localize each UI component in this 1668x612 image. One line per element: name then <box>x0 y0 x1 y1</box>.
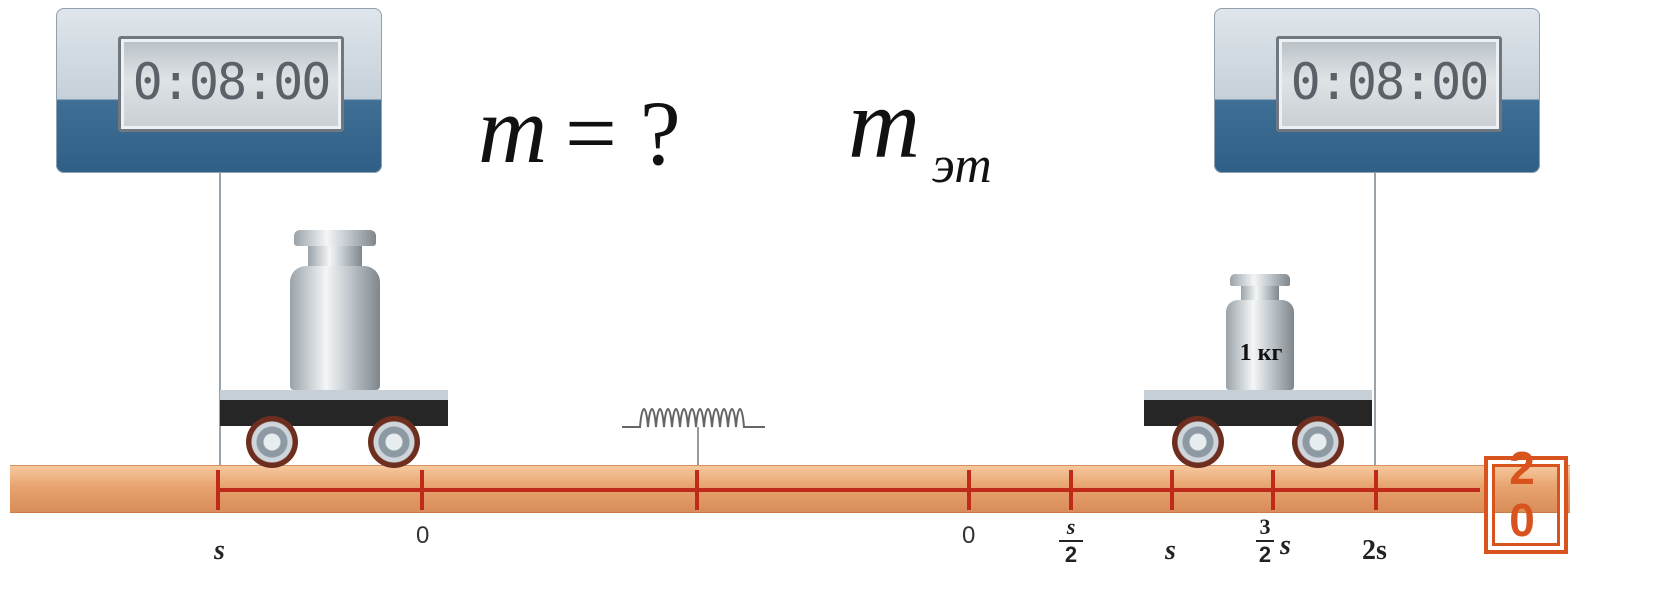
right-stopwatch: 0:08:00 <box>1214 8 1540 473</box>
tick-three-halves-s <box>1271 470 1275 510</box>
reference-weight <box>1226 274 1294 390</box>
tick-left-s <box>216 470 220 510</box>
equals-question: = ? <box>565 82 681 184</box>
reference-weight-label: 1 кг <box>1239 340 1283 366</box>
tick-two-s <box>1374 470 1378 510</box>
wheel-icon <box>368 416 420 468</box>
reference-mass-symbol: m <box>848 68 921 179</box>
tick-half-s <box>1069 470 1073 510</box>
right-stopwatch-readout: 0:08:00 <box>1290 53 1490 111</box>
three-halves-label: 3 2 <box>1256 516 1274 566</box>
reference-mass-subscript: эт <box>932 137 992 194</box>
left-cart <box>220 390 448 468</box>
slide-number-badge[interactable] <box>1484 456 1568 554</box>
left-stopwatch-display: 0:08:00 <box>118 36 344 132</box>
slide-number: 20 <box>1509 442 1535 546</box>
wheel-icon <box>1172 416 1224 468</box>
half-s-label: s 2 <box>1059 516 1083 566</box>
large-weight <box>290 230 380 390</box>
left-scale-line <box>218 488 970 492</box>
left-stopwatch: 0:08:00 <box>56 8 382 473</box>
left-scale-zero-label: 0 <box>416 522 430 549</box>
right-scale-zero-label: 0 <box>962 522 976 549</box>
right-stopwatch-display: 0:08:00 <box>1276 36 1502 132</box>
left-stopwatch-readout: 0:08:00 <box>132 53 332 111</box>
wheel-icon <box>1292 416 1344 468</box>
tick-right-zero <box>967 470 971 510</box>
unknown-mass-symbol: m <box>478 76 548 183</box>
two-s-label: 2s <box>1362 535 1387 566</box>
right-stopwatch-wire <box>1374 173 1376 473</box>
spring-icon <box>622 408 765 465</box>
tick-s <box>1170 470 1174 510</box>
right-scale-line <box>970 488 1480 492</box>
tick-left-zero <box>420 470 424 510</box>
left-scale-s-label: s <box>214 535 225 566</box>
tick-spring <box>695 470 699 510</box>
right-cart <box>1144 390 1372 468</box>
wheel-icon <box>246 416 298 468</box>
three-halves-s-label: s <box>1280 530 1291 561</box>
s-label: s <box>1165 535 1176 566</box>
left-stopwatch-wire <box>219 173 221 473</box>
